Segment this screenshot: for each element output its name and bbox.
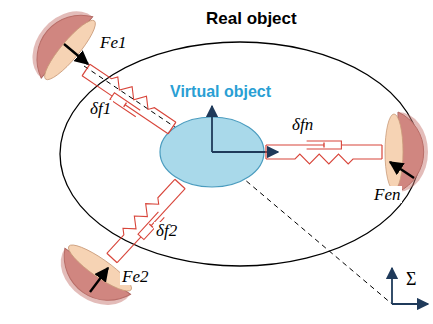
force-label: Fe1 bbox=[98, 34, 128, 51]
damper-rod bbox=[117, 237, 141, 263]
damper-rod bbox=[82, 76, 112, 96]
axis-arrow bbox=[392, 303, 428, 305]
frame-label: Σ bbox=[404, 270, 418, 288]
end-bar bbox=[175, 179, 185, 188]
gripper-finger bbox=[385, 112, 428, 192]
spring-damper bbox=[266, 141, 382, 164]
displacement-label: δf1 bbox=[88, 100, 113, 117]
end-bar bbox=[82, 64, 90, 76]
end-bar bbox=[107, 253, 117, 262]
force-arrow bbox=[64, 44, 88, 64]
spring bbox=[87, 60, 179, 126]
finger-pad bbox=[385, 114, 403, 190]
force-arrows bbox=[64, 44, 414, 292]
object-label: Real object bbox=[204, 10, 299, 27]
damper-rod bbox=[266, 144, 324, 145]
gripper-finger bbox=[18, 0, 102, 86]
axis-arrow bbox=[212, 151, 278, 153]
spring bbox=[266, 154, 382, 164]
spring-damper bbox=[103, 176, 188, 266]
finger-pad bbox=[39, 15, 102, 85]
end-bar bbox=[381, 145, 382, 159]
end-bar bbox=[265, 145, 266, 159]
object-label: Virtual object bbox=[168, 84, 273, 100]
force-label: Fe2 bbox=[120, 268, 150, 285]
damper-rod bbox=[125, 105, 168, 134]
displacement-label: δfn bbox=[290, 116, 315, 133]
spring bbox=[103, 176, 178, 257]
real-object-outline bbox=[60, 42, 420, 266]
force-arrow bbox=[90, 268, 108, 292]
force-arrow bbox=[390, 162, 414, 178]
end-bar bbox=[168, 122, 176, 134]
displacement-label: δf2 bbox=[154, 222, 179, 239]
spring-damper bbox=[80, 60, 179, 137]
fingers bbox=[18, 0, 428, 319]
spring-dampers bbox=[80, 60, 382, 265]
damper-rod bbox=[341, 144, 382, 145]
damper-rod bbox=[151, 189, 185, 226]
axis-arrow bbox=[211, 106, 213, 152]
force-label: Fen bbox=[372, 186, 402, 203]
axis-arrow bbox=[391, 268, 393, 304]
